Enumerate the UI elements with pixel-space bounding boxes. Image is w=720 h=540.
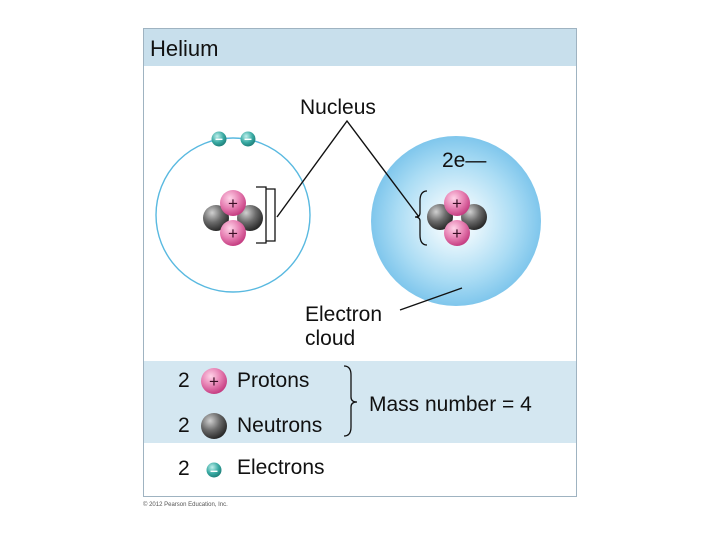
mass-number-label: Mass number = 4: [369, 393, 532, 416]
nucleus-pointer-line: [276, 119, 420, 218]
electrons-label: Electrons: [237, 456, 325, 479]
cloud-model: + +: [371, 136, 541, 306]
electron-sign: –: [244, 130, 252, 146]
legend-proton-symbol: +: [201, 368, 227, 394]
proton-particle: +: [444, 220, 470, 246]
neutron-particle: [203, 205, 229, 231]
nucleus-bracket-inner: [266, 188, 276, 242]
electron-cloud-label-line2: cloud: [305, 327, 356, 350]
legend-electron-symbol: –: [206, 462, 222, 478]
nucleus-label: Nucleus: [300, 96, 376, 119]
electron-count: 2: [178, 457, 190, 480]
legend-neutron-symbol: [201, 413, 227, 439]
electron-sign: –: [215, 130, 223, 146]
electron-pair-label: 2e—: [442, 149, 487, 172]
proton-sign: +: [209, 372, 219, 391]
nucleus-brace: [414, 190, 428, 246]
electron-sign: –: [210, 462, 218, 478]
atom-models: – – + +: [155, 119, 541, 478]
mass-number-brace: [343, 365, 358, 437]
proton-count: 2: [178, 369, 190, 392]
neutrons-label: Neutrons: [237, 414, 323, 437]
nucleus: + +: [203, 190, 263, 246]
title-bar: Helium: [144, 29, 576, 66]
electron-particle: –: [211, 130, 227, 147]
proton-sign: +: [228, 224, 238, 243]
proton-particle: +: [220, 190, 246, 216]
electron-orbit: [155, 137, 311, 293]
nucleus-bracket: [256, 186, 267, 244]
proton-sign: +: [452, 194, 462, 213]
cloud-pointer-line: [399, 287, 463, 311]
protons-label: Protons: [237, 369, 310, 392]
orbital-model: – – + +: [155, 130, 311, 293]
proton-sign: +: [452, 224, 462, 243]
neutron-particle: [237, 205, 263, 231]
helium-diagram: Helium: [143, 28, 577, 497]
proton-particle: +: [220, 220, 246, 246]
nucleus: + +: [427, 190, 487, 246]
proton-sign: +: [228, 194, 238, 213]
neutron-count: 2: [178, 414, 190, 437]
electron-cloud-label-line1: Electron: [305, 303, 383, 326]
electron-particle: –: [240, 130, 256, 147]
copyright-notice: © 2012 Pearson Education, Inc.: [143, 502, 228, 508]
figure-title: Helium: [150, 36, 219, 61]
proton-particle: +: [444, 190, 470, 216]
